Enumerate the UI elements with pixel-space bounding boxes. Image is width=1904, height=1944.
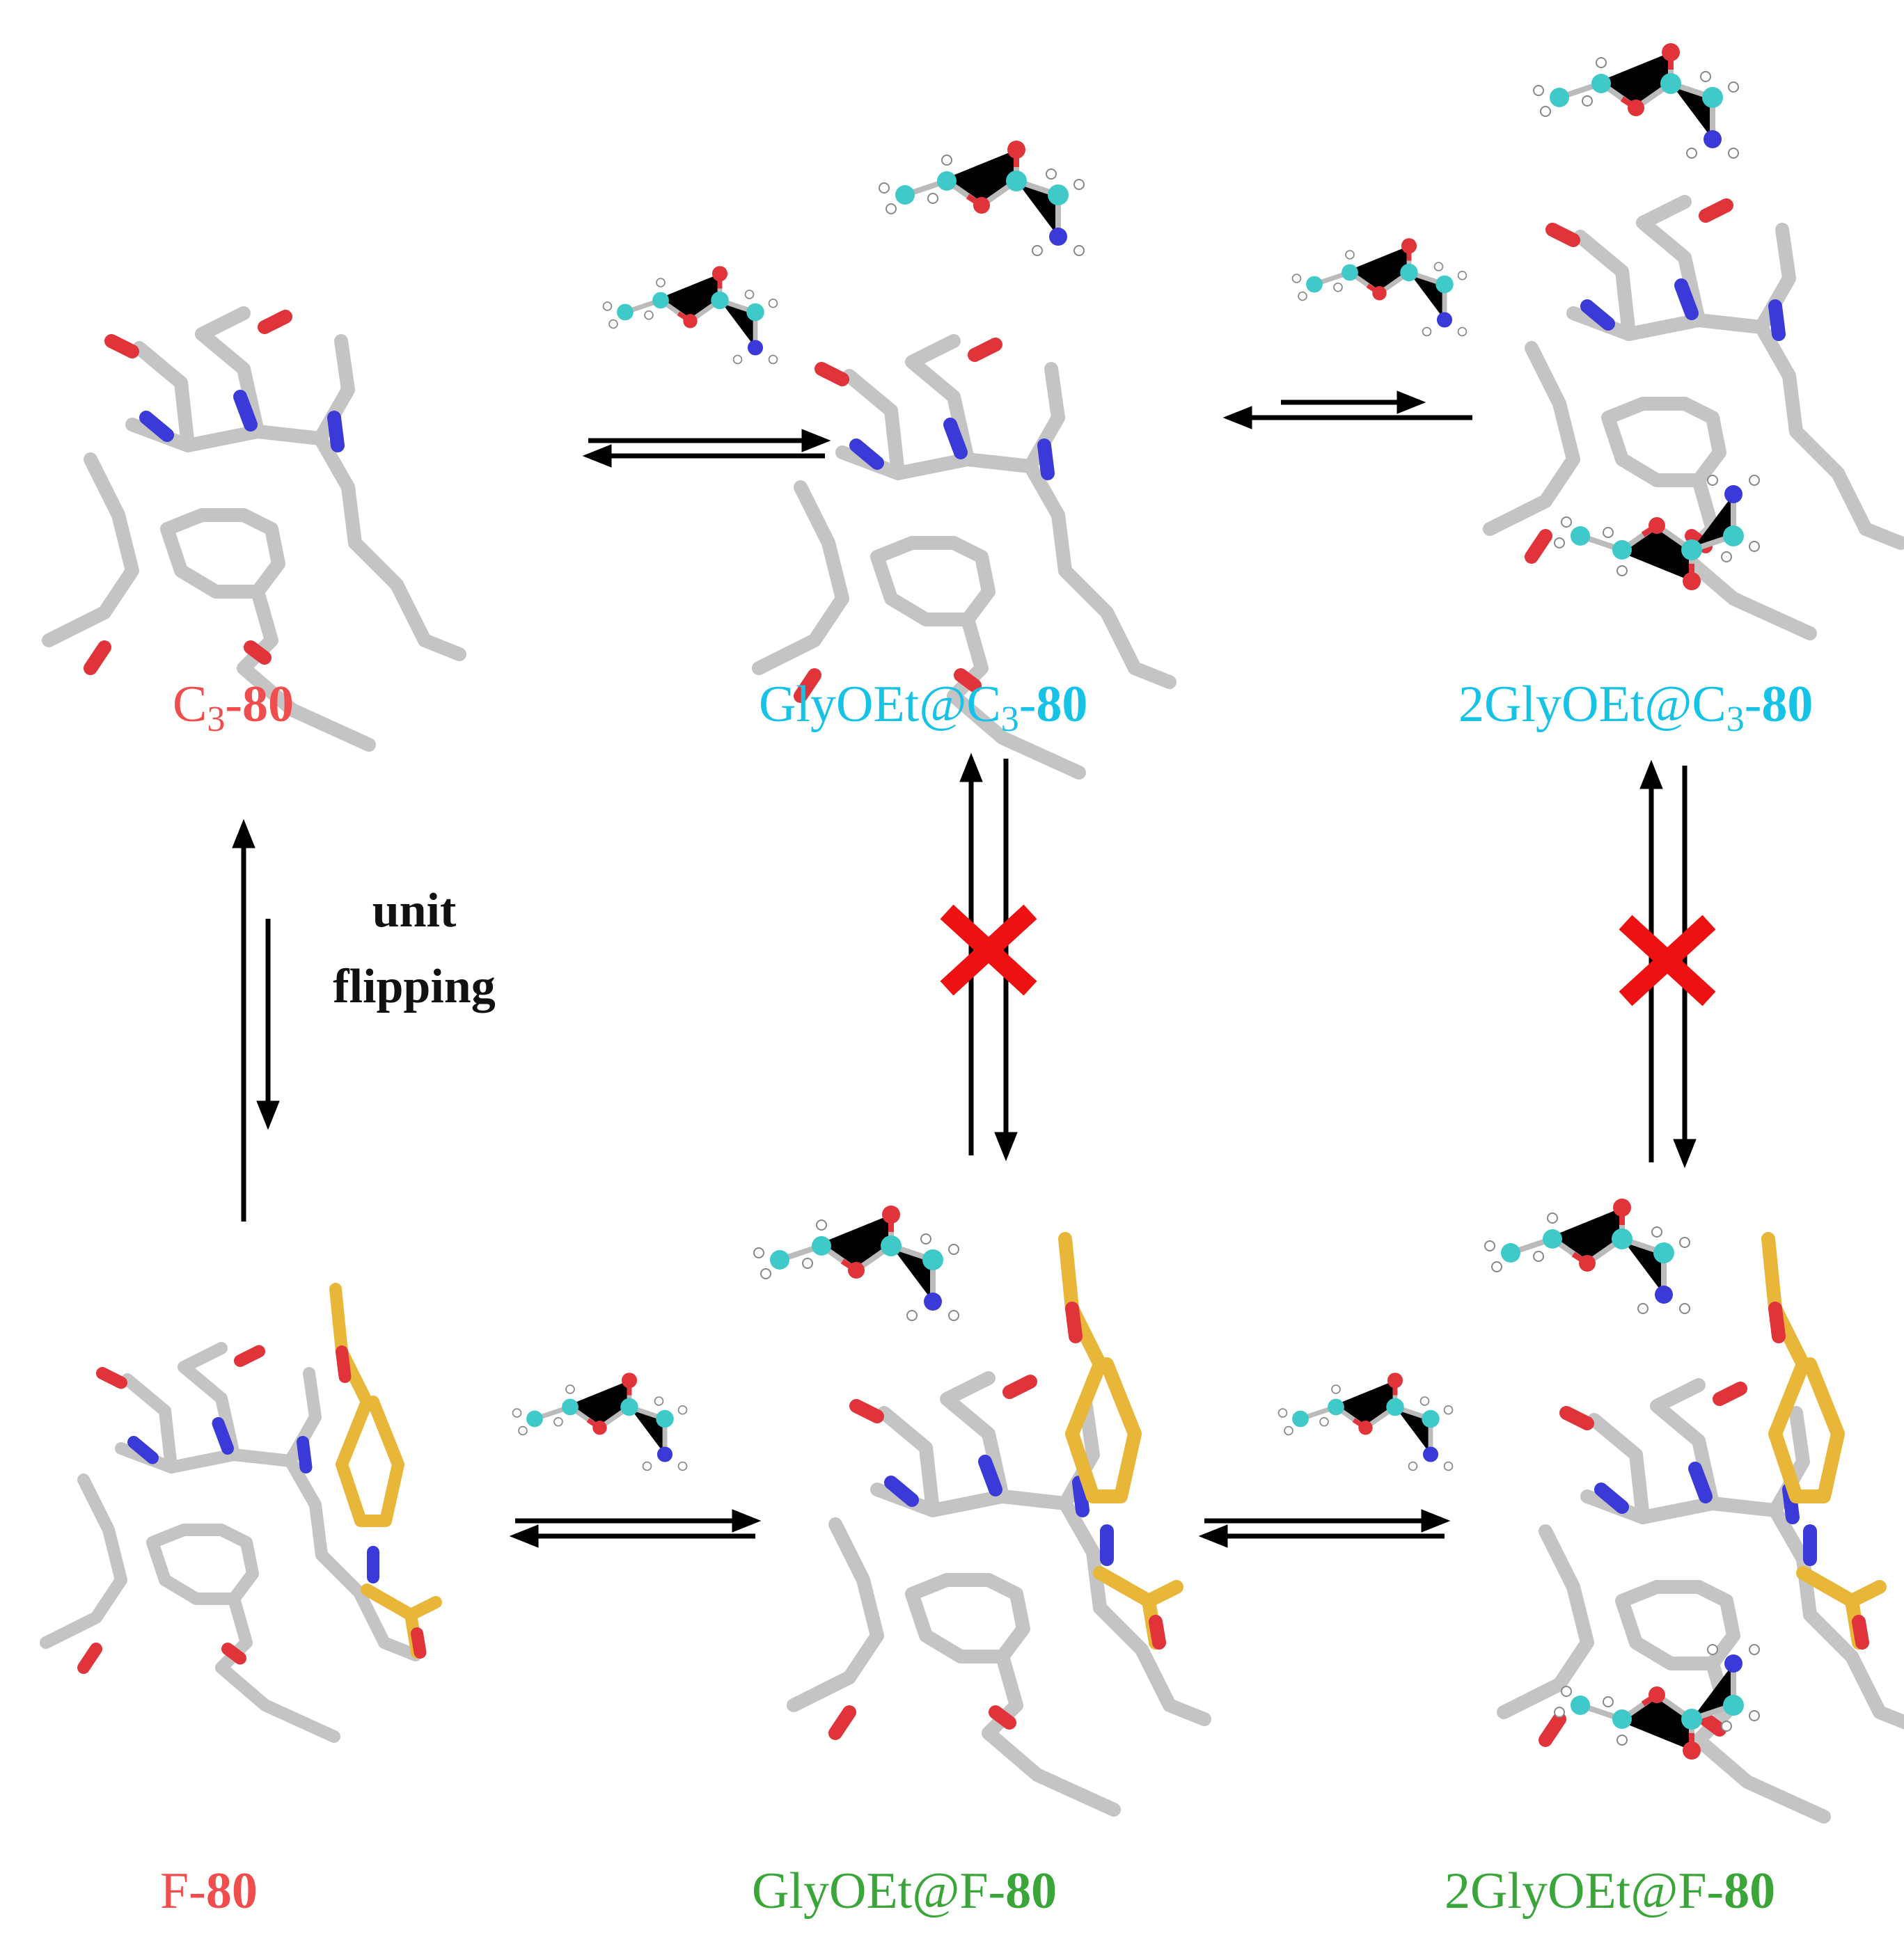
guest-free-bottom-left	[513, 1373, 687, 1470]
label-glyoet-c3-80-subscript: 3	[1000, 700, 1019, 739]
equilibrium-arrows-bottom-right	[1198, 1509, 1451, 1548]
label-c3-80-prefix: C	[173, 676, 207, 733]
flipped-unit-glyoet-f-80	[1065, 1239, 1177, 1643]
label-2glyoet-f-80: 2GlyOEt@F-80	[1445, 1865, 1775, 1917]
guest-bound-top-right-lower	[1555, 475, 1759, 590]
label-glyoet-c3-80-prefix: GlyOEt@C	[759, 676, 1001, 733]
annotation-line-unit: unit	[372, 884, 457, 938]
label-2glyoet-c3-80-number: 80	[1761, 676, 1813, 733]
equilibrium-arrows-top-right	[1222, 390, 1472, 429]
label-glyoet-c3-80: GlyOEt@C3-80	[759, 679, 1087, 738]
annotation-line-flipping: flipping	[333, 959, 496, 1013]
label-glyoet-f-80: GlyOEt@F-80	[752, 1865, 1057, 1917]
blocked-equilibrium-cross-middle	[940, 904, 1037, 996]
guest-free-top-right	[1293, 238, 1467, 335]
guest-bound-top-middle	[879, 141, 1084, 255]
equilibrium-arrows-unit-flipping	[232, 819, 280, 1222]
label-glyoet-c3-80-number: 80	[1036, 676, 1088, 733]
label-glyoet-f-80-prefix: GlyOEt@F-	[752, 1863, 1006, 1920]
guest-bound-top-right-upper	[1534, 43, 1738, 158]
label-f-80-prefix: F-	[160, 1863, 206, 1920]
label-c3-80-subscript: 3	[207, 700, 226, 739]
flipped-unit-f-80	[336, 1289, 436, 1652]
unit-flipping-annotation: unit flipping	[299, 874, 529, 1025]
label-2glyoet-c3-80-subscript: 3	[1726, 700, 1745, 739]
guest-free-top-left	[604, 266, 778, 363]
label-2glyoet-f-80-number: 80	[1724, 1863, 1776, 1920]
blocked-equilibrium-cross-right	[1619, 915, 1716, 1006]
label-2glyoet-c3-80-prefix: 2GlyOEt@C	[1458, 676, 1726, 733]
flipped-unit-2glyoet-f-80	[1768, 1239, 1880, 1643]
equilibrium-arrows-top-left	[582, 429, 831, 468]
molecule-2glyoet-c3-80	[1490, 202, 1901, 633]
label-f-80-number: 80	[205, 1863, 258, 1920]
guest-bound-bottom-right-upper	[1485, 1199, 1690, 1313]
label-c3-80-dash: -	[225, 676, 243, 733]
label-glyoet-c3-80-dash: -	[1018, 676, 1037, 733]
guest-bound-bottom-middle	[754, 1206, 959, 1320]
label-2glyoet-f-80-prefix: 2GlyOEt@F-	[1445, 1863, 1724, 1920]
label-c3-80: C3-80	[173, 679, 294, 738]
label-2glyoet-c3-80: 2GlyOEt@C3-80	[1458, 679, 1813, 738]
equilibrium-arrows-bottom-left	[509, 1509, 762, 1548]
label-glyoet-f-80-number: 80	[1005, 1863, 1057, 1920]
label-2glyoet-c3-80-dash: -	[1744, 676, 1762, 733]
label-f-80: F-80	[160, 1865, 258, 1917]
guest-free-bottom-right	[1279, 1373, 1453, 1470]
label-c3-80-number: 80	[242, 676, 294, 733]
